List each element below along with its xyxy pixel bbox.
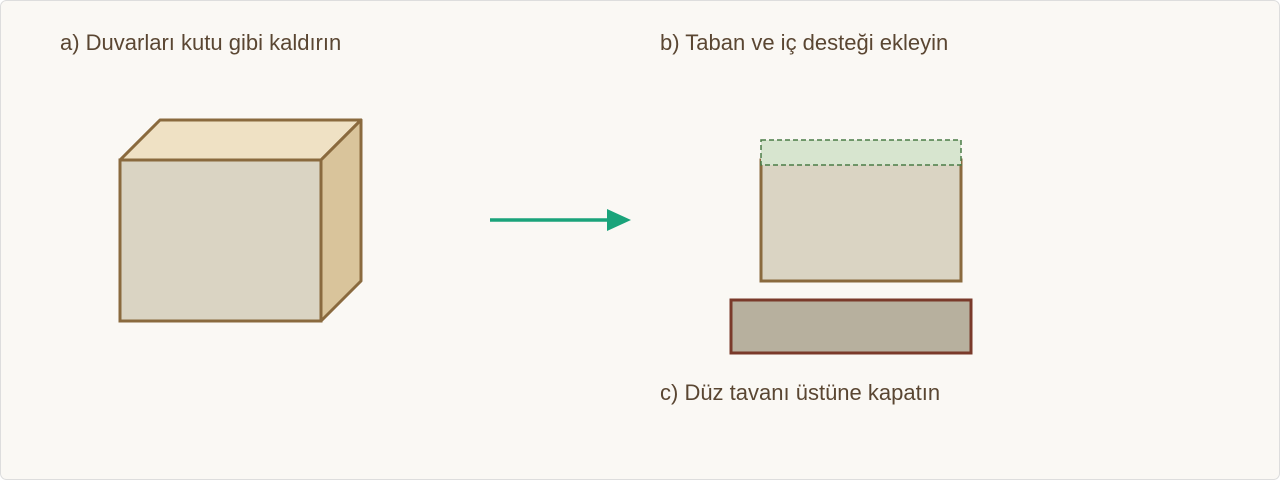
wall-front-panel (759, 158, 963, 283)
wall-box-top (118, 118, 363, 162)
base-slab (729, 298, 973, 355)
wall-box-front (118, 158, 323, 323)
step-a-label: a) Duvarları kutu gibi kaldırın (60, 30, 341, 55)
step-arrow (490, 209, 631, 231)
step-c-label: c) Düz tavanı üstüne kapatın (660, 380, 940, 405)
arrow-head (607, 209, 631, 231)
wall-box (118, 118, 363, 323)
roof-outline-dashed (760, 139, 962, 166)
step-b-label: b) Taban ve iç desteği ekleyin (660, 30, 948, 55)
